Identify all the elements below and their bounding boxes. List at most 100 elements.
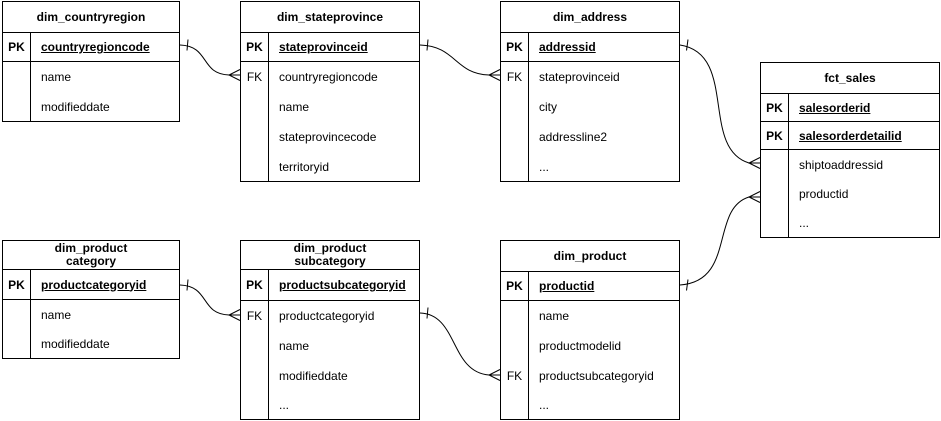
key-cell [3, 330, 31, 358]
table-row: FK productcategoryid [241, 301, 419, 331]
key-cell [501, 92, 529, 122]
column-name: stateprovinceid [539, 70, 620, 84]
pk-label: PK [761, 122, 789, 149]
table-row: PK countryregioncode [3, 33, 179, 62]
column-name: productcategoryid [279, 309, 375, 323]
pk-label: PK [3, 270, 31, 299]
key-cell [501, 391, 529, 419]
column-name: countryregioncode [41, 40, 150, 54]
table-title: dim_stateprovince [241, 2, 419, 33]
pk-label: PK [501, 272, 529, 300]
table-row: ... [761, 208, 939, 237]
table-row: productid [761, 179, 939, 208]
column-name: productmodelid [539, 339, 622, 353]
column-name: city [539, 100, 557, 114]
column-name: salesorderid [799, 100, 871, 115]
column-name: stateprovincecode [279, 130, 377, 144]
column-name: addressid [539, 40, 596, 54]
column-name: addressline2 [539, 130, 608, 144]
key-cell [501, 331, 529, 361]
table-dim-countryregion: dim_countryregion PK countryregioncode n… [2, 1, 180, 122]
table-title: dim_address [501, 2, 679, 33]
table-title: dim_countryregion [3, 2, 179, 33]
table-row: PK productcategoryid [3, 270, 179, 300]
key-cell [241, 361, 269, 391]
table-row: modifieddate [241, 361, 419, 391]
column-name: productsubcategoryid [539, 369, 654, 383]
key-cell [241, 391, 269, 419]
key-cell [761, 179, 789, 208]
table-row: ... [241, 391, 419, 419]
key-cell [501, 301, 529, 331]
column-name: productid [799, 186, 849, 201]
column-name: name [41, 308, 72, 322]
relationship-stateprovince-address [419, 39, 501, 81]
key-cell [241, 92, 269, 122]
fk-label: FK [501, 62, 529, 92]
table-row: modifieddate [3, 330, 179, 358]
table-row: name [3, 300, 179, 330]
key-cell [241, 331, 269, 361]
column-name: productcategoryid [41, 277, 147, 292]
column-name: productsubcategoryid [279, 278, 406, 292]
key-cell [761, 150, 789, 179]
table-dim-productsubcategory: dim_product subcategory PK productsubcat… [240, 240, 420, 420]
table-row: city [501, 92, 679, 122]
table-title: dim_product [501, 241, 679, 272]
table-row: PK stateprovinceid [241, 33, 419, 62]
table-row: PK productid [501, 272, 679, 301]
key-cell [3, 62, 31, 92]
column-name: ... [539, 159, 550, 174]
pk-label: PK [761, 94, 789, 121]
pk-label: PK [241, 33, 269, 61]
table-title: fct_sales [761, 63, 939, 94]
key-cell [501, 122, 529, 152]
column-name: ... [279, 398, 290, 412]
table-row: name [241, 92, 419, 122]
table-row: shiptoaddressid [761, 150, 939, 179]
column-name: salesorderdetailid [799, 128, 902, 143]
table-row: stateprovincecode [241, 122, 419, 152]
table-row: modifieddate [3, 92, 179, 121]
table-row: FK productsubcategoryid [501, 361, 679, 391]
fk-label: FK [241, 301, 269, 331]
table-title: dim_product subcategory [241, 241, 419, 270]
column-name: countryregioncode [279, 70, 378, 84]
table-dim-product: dim_product PK productid name productmod… [500, 240, 680, 420]
fk-label: FK [501, 361, 529, 391]
table-row: ... [501, 152, 679, 181]
relationship-product-fctsales [679, 191, 761, 291]
column-name: modifieddate [41, 337, 110, 351]
key-cell [501, 152, 529, 181]
key-cell [3, 300, 31, 330]
column-name: ... [539, 398, 550, 412]
fk-label: FK [241, 62, 269, 92]
column-name: name [279, 339, 310, 353]
table-dim-productcategory: dim_product category PK productcategoryi… [2, 240, 180, 359]
column-name: territoryid [279, 159, 330, 174]
key-cell [241, 152, 269, 181]
table-row: territoryid [241, 152, 419, 181]
table-row: ... [501, 391, 679, 419]
pk-label: PK [3, 33, 31, 61]
table-row: addressline2 [501, 122, 679, 152]
column-name: modifieddate [41, 99, 110, 114]
column-name: name [279, 100, 310, 114]
column-name: shiptoaddressid [799, 157, 884, 172]
table-row: PK salesorderid [761, 94, 939, 122]
key-cell [241, 122, 269, 152]
key-cell [761, 208, 789, 237]
table-row: PK addressid [501, 33, 679, 62]
column-name: stateprovinceid [279, 40, 368, 54]
table-fct-sales: fct_sales PK salesorderid PK salesorderd… [760, 62, 940, 238]
relationship-address-fctsales [679, 39, 761, 169]
column-name: name [41, 70, 72, 84]
table-dim-stateprovince: dim_stateprovince PK stateprovinceid FK … [240, 1, 420, 182]
table-row: FK stateprovinceid [501, 62, 679, 92]
table-row: productmodelid [501, 331, 679, 361]
pk-label: PK [501, 33, 529, 61]
column-name: productid [539, 279, 595, 293]
relationship-productcategory-productsubcategory [179, 279, 241, 321]
table-title: dim_product category [3, 241, 179, 270]
column-name: name [539, 309, 570, 323]
